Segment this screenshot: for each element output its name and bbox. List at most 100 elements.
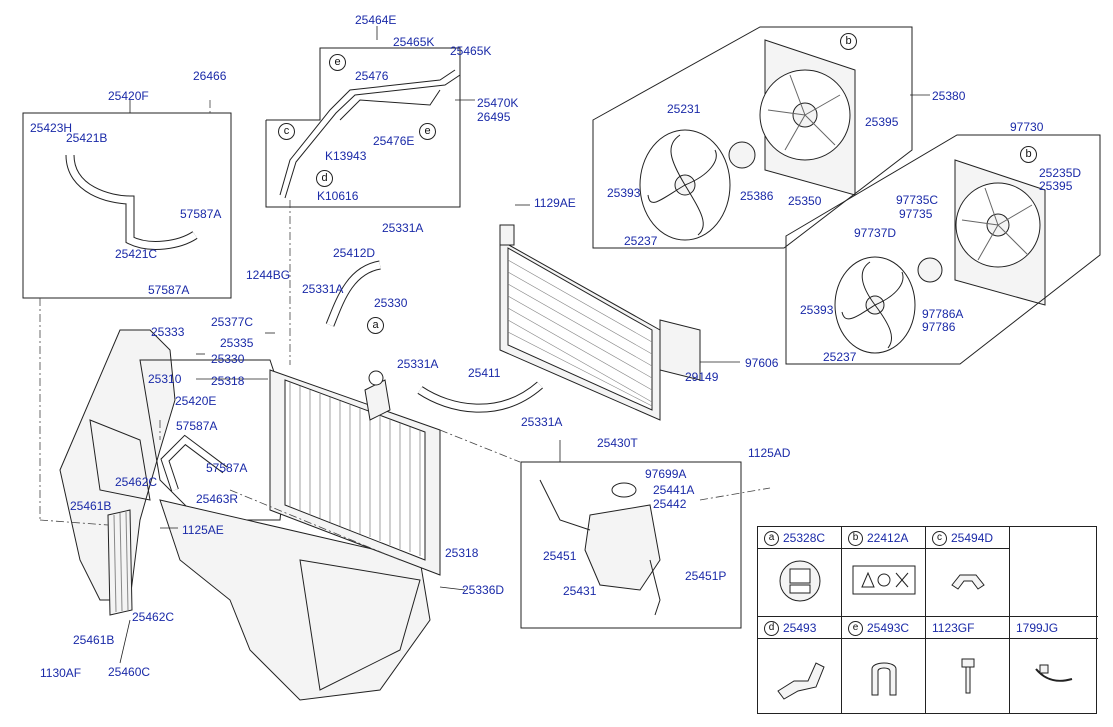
part-label-25470K[interactable]: 25470K xyxy=(477,96,519,110)
part-label-25331A[interactable]: 25331A xyxy=(302,282,344,296)
part-label-25461B[interactable]: 25461B xyxy=(73,633,115,647)
part-label-97786A[interactable]: 97786A xyxy=(922,307,964,321)
part-label-1130AF[interactable]: 1130AF xyxy=(40,666,82,680)
part-label-1244BG[interactable]: 1244BG xyxy=(246,268,291,282)
marker-d: d xyxy=(316,170,333,187)
legend-marker-e: e xyxy=(848,621,863,637)
part-label-25412D[interactable]: 25412D xyxy=(333,246,376,260)
legend-cell-1799JG[interactable]: 1799JG xyxy=(1010,617,1098,713)
part-label-25377C[interactable]: 25377C xyxy=(211,315,254,329)
part-label-1129AE[interactable]: 1129AE xyxy=(534,196,576,210)
part-label-25423H[interactable]: 25423H xyxy=(30,121,73,135)
reservoir-illustration xyxy=(539,479,661,616)
marker-e-top: e xyxy=(329,54,346,71)
part-label-25393[interactable]: 25393 xyxy=(800,303,834,317)
part-label-25420F[interactable]: 25420F xyxy=(108,89,149,103)
part-label-25460C[interactable]: 25460C xyxy=(108,665,151,679)
part-label-25430T[interactable]: 25430T xyxy=(597,436,638,450)
part-label-25318[interactable]: 25318 xyxy=(211,374,245,388)
part-label-25318[interactable]: 25318 xyxy=(445,546,479,560)
part-label-26495[interactable]: 26495 xyxy=(477,110,511,124)
legend-cell-header: 1799JG xyxy=(1010,617,1098,639)
part-label-25463R[interactable]: 25463R xyxy=(196,492,239,506)
hoses-illustration xyxy=(65,154,543,492)
part-label-25411[interactable]: 25411 xyxy=(468,366,501,380)
marker-b-shroud2: b xyxy=(1020,146,1037,163)
group-frames xyxy=(22,26,1101,629)
part-label-25335[interactable]: 25335 xyxy=(220,336,254,350)
part-label-25421C[interactable]: 25421C xyxy=(115,247,158,261)
part-label-97786[interactable]: 97786 xyxy=(922,320,956,334)
bolt-icon xyxy=(961,658,975,694)
part-label-25420E[interactable]: 25420E xyxy=(175,394,217,408)
part-label-25461B[interactable]: 25461B xyxy=(70,499,112,513)
leader-lines xyxy=(119,26,930,664)
part-label-25431[interactable]: 25431 xyxy=(563,584,597,598)
part-label-25330[interactable]: 25330 xyxy=(211,352,245,366)
legend-marker-d: d xyxy=(764,621,779,637)
legend-cell-header: d 25493 xyxy=(758,617,841,639)
part-label-57587A[interactable]: 57587A xyxy=(148,283,190,297)
legend-marker-b: b xyxy=(848,531,863,547)
part-label-25442[interactable]: 25442 xyxy=(653,497,687,511)
part-label-57587A[interactable]: 57587A xyxy=(206,461,248,475)
part-label-25331A[interactable]: 25331A xyxy=(397,357,439,371)
part-label-97735C[interactable]: 97735C xyxy=(896,193,939,207)
part-label-25465K[interactable]: 25465K xyxy=(393,35,435,49)
cable-tie-icon xyxy=(1035,664,1073,682)
oil-cooler-illustration xyxy=(107,509,133,616)
part-label-25462C[interactable]: 25462C xyxy=(115,475,158,489)
part-label-25310[interactable]: 25310 xyxy=(148,372,182,386)
legend-cell-1123GF[interactable]: 1123GF xyxy=(926,617,1010,713)
part-label-25380[interactable]: 25380 xyxy=(932,89,966,103)
part-label-25451P[interactable]: 25451P xyxy=(685,569,727,583)
part-label-K13943[interactable]: K13943 xyxy=(325,149,367,163)
part-label-25465K[interactable]: 25465K xyxy=(450,44,492,58)
part-label-25330[interactable]: 25330 xyxy=(374,296,408,310)
part-label-25441A[interactable]: 25441A xyxy=(653,483,695,497)
part-label-29149[interactable]: 29149 xyxy=(685,370,719,384)
part-label-1125AD[interactable]: 1125AD xyxy=(748,446,791,460)
part-label-25451[interactable]: 25451 xyxy=(543,549,577,563)
part-label-25235D[interactable]: 25235D xyxy=(1039,166,1082,180)
part-label-25464E[interactable]: 25464E xyxy=(355,13,397,27)
part-label-25395[interactable]: 25395 xyxy=(1039,179,1073,193)
part-label-57587A[interactable]: 57587A xyxy=(180,207,222,221)
bracket-icon xyxy=(777,662,825,700)
part-label-26466[interactable]: 26466 xyxy=(193,69,227,83)
legend-part-number: 25493 xyxy=(783,621,817,635)
marker-e-right: e xyxy=(419,123,436,140)
part-label-25231[interactable]: 25231 xyxy=(667,102,701,116)
part-label-25237[interactable]: 25237 xyxy=(624,234,658,248)
part-label-25462C[interactable]: 25462C xyxy=(132,610,175,624)
part-label-25476[interactable]: 25476 xyxy=(355,69,389,83)
part-label-97699A[interactable]: 97699A xyxy=(645,467,687,481)
part-label-25386[interactable]: 25386 xyxy=(740,189,774,203)
part-label-97730[interactable]: 97730 xyxy=(1010,120,1044,134)
part-label-25393[interactable]: 25393 xyxy=(607,186,641,200)
part-label-1125AE[interactable]: 1125AE xyxy=(182,523,224,537)
part-label-57587A[interactable]: 57587A xyxy=(176,419,218,433)
part-label-25395[interactable]: 25395 xyxy=(865,115,899,129)
clip-icon xyxy=(951,574,985,590)
part-label-25237[interactable]: 25237 xyxy=(823,350,857,364)
part-label-25476E[interactable]: 25476E xyxy=(373,134,415,148)
part-label-25336D[interactable]: 25336D xyxy=(462,583,505,597)
front-end-module-illustration xyxy=(59,329,431,701)
part-label-K10616[interactable]: K10616 xyxy=(317,189,359,203)
part-label-97735[interactable]: 97735 xyxy=(899,207,933,221)
marker-c: c xyxy=(278,123,295,140)
part-label-25350[interactable]: 25350 xyxy=(788,194,822,208)
part-label-25331A[interactable]: 25331A xyxy=(382,221,424,235)
part-label-25421B[interactable]: 25421B xyxy=(66,131,108,145)
part-label-97606[interactable]: 97606 xyxy=(745,356,779,370)
part-label-97737D[interactable]: 97737D xyxy=(854,226,897,240)
legend-cell-d[interactable]: d 25493 xyxy=(758,617,842,713)
part-label-25331A[interactable]: 25331A xyxy=(521,415,563,429)
part-label-25333[interactable]: 25333 xyxy=(151,325,185,339)
